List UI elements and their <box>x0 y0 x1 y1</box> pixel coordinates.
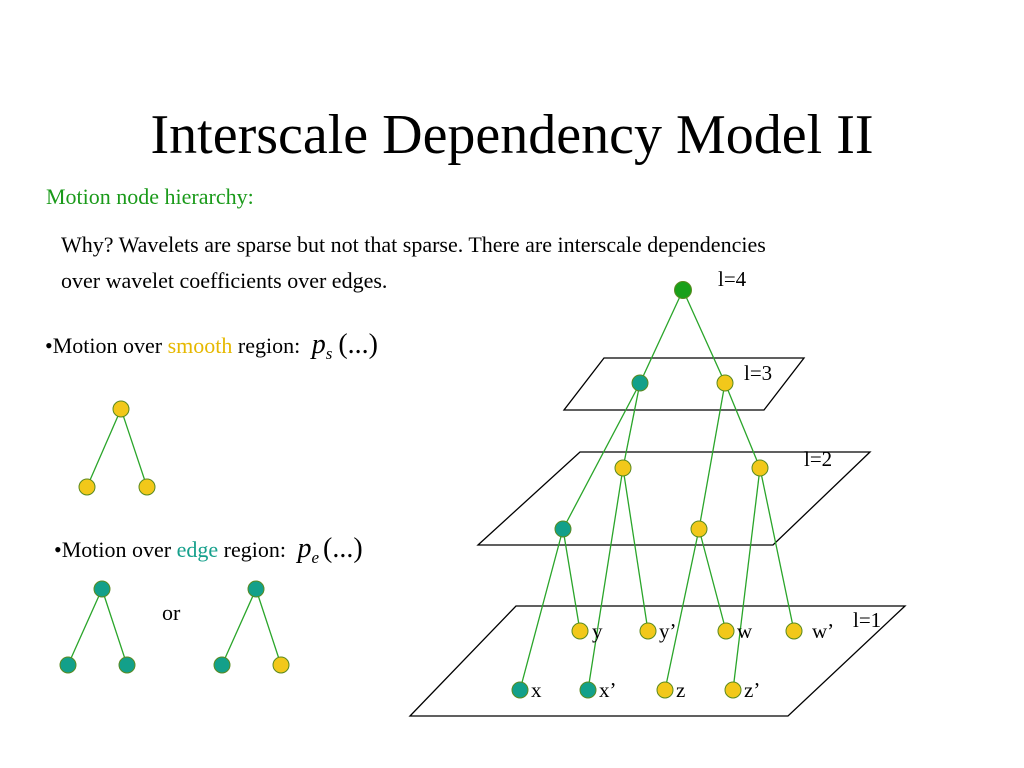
tree-edge <box>698 382 726 530</box>
tree-edge <box>664 528 700 691</box>
smooth-formula: ps (...) <box>311 329 378 363</box>
tree-edge <box>682 289 726 384</box>
smooth-example-child-node <box>138 478 156 496</box>
edge-formula-sub: e <box>311 548 319 567</box>
edge-formula-args: (...) <box>323 533 363 564</box>
edge-bullet-prefix: •Motion over <box>54 537 177 562</box>
level-label-3: l=3 <box>744 361 772 385</box>
why-text-line-2: over wavelet coefficients over edges. <box>61 268 388 293</box>
edge-example-a-edge <box>101 588 128 666</box>
smooth-formula-var: p <box>311 329 326 360</box>
smooth-example-parent-node <box>112 400 130 418</box>
smooth-keyword: smooth <box>167 333 233 358</box>
smooth-formula-args: (...) <box>338 329 378 360</box>
smooth-bullet-suffix: region: <box>232 333 301 358</box>
edge-example-b-edge <box>255 588 282 666</box>
edge-example-a-child-node <box>59 656 77 674</box>
level-label-4: l=4 <box>718 267 747 291</box>
tree-edge <box>732 467 761 691</box>
smooth-example-child-node <box>78 478 96 496</box>
leaf-node-x <box>511 681 529 699</box>
edge-example-b-child-node <box>272 656 290 674</box>
leaf-node-y <box>571 622 589 640</box>
smooth-example-edge <box>86 408 122 488</box>
smooth-region-bullet: •Motion over smooth region: ps (...) <box>45 329 378 364</box>
leaf-label-x-prime: x’ <box>599 678 617 702</box>
tree-edge <box>759 467 795 632</box>
why-text-line-1: Why? Wavelets are sparse but not that sp… <box>61 232 766 257</box>
edge-example-a-edge <box>67 588 103 666</box>
plane-level-2 <box>476 451 872 546</box>
leaf-node-w-prime <box>785 622 803 640</box>
smooth-bullet-prefix: •Motion over <box>45 333 168 358</box>
tree-edge <box>698 528 727 632</box>
root-node <box>674 281 692 299</box>
leaf-label-y: y <box>592 619 603 643</box>
node-l3-edge <box>631 374 649 392</box>
edge-example-b-edge <box>221 588 257 666</box>
edge-example-a-child-node <box>118 656 136 674</box>
level-label-1: l=1 <box>853 608 881 632</box>
tree-edge <box>587 467 624 691</box>
leaf-node-z <box>656 681 674 699</box>
tree-edge <box>562 528 581 632</box>
tree-edge <box>622 467 649 632</box>
leaf-label-w: w <box>737 619 753 643</box>
tree-edge <box>639 289 684 384</box>
leaf-label-y-prime: y’ <box>659 619 677 643</box>
node-l2-smooth <box>690 520 708 538</box>
tree-edge <box>622 382 641 469</box>
slide-title: Interscale Dependency Model II <box>150 104 874 166</box>
level-label-2: l=2 <box>804 447 832 471</box>
edge-example-b-child-node <box>213 656 231 674</box>
edge-formula-var: p <box>297 533 312 564</box>
tree-edge <box>724 382 761 469</box>
tree-edge <box>562 382 641 530</box>
node-l2-edge <box>554 520 572 538</box>
node-l2-smooth <box>614 459 632 477</box>
slide-subtitle: Motion node hierarchy: <box>46 184 254 209</box>
leaf-label-z-prime: z’ <box>744 678 760 702</box>
edge-example-a-parent-node <box>93 580 111 598</box>
leaf-label-z: z <box>676 678 685 702</box>
leaf-label-w-prime: w’ <box>812 619 834 643</box>
edge-example-b-parent-node <box>247 580 265 598</box>
smooth-example-edge <box>120 408 148 488</box>
leaf-node-w <box>717 622 735 640</box>
edge-bullet-suffix: region: <box>218 537 286 562</box>
leaf-label-x: x <box>531 678 542 702</box>
leaf-node-z-prime <box>724 681 742 699</box>
edge-keyword: edge <box>176 537 219 562</box>
node-l2-smooth <box>751 459 769 477</box>
edge-region-bullet: •Motion over edge region: pe(...) <box>54 533 363 568</box>
smooth-formula-sub: s <box>325 344 333 363</box>
edge-formula: pe(...) <box>297 533 363 567</box>
leaf-node-x-prime <box>579 681 597 699</box>
or-label: or <box>162 600 181 625</box>
plane-level-1 <box>408 605 907 717</box>
plane-level-3 <box>562 357 806 411</box>
tree-edge <box>519 528 564 691</box>
node-l3-smooth <box>716 374 734 392</box>
leaf-node-y-prime <box>639 622 657 640</box>
